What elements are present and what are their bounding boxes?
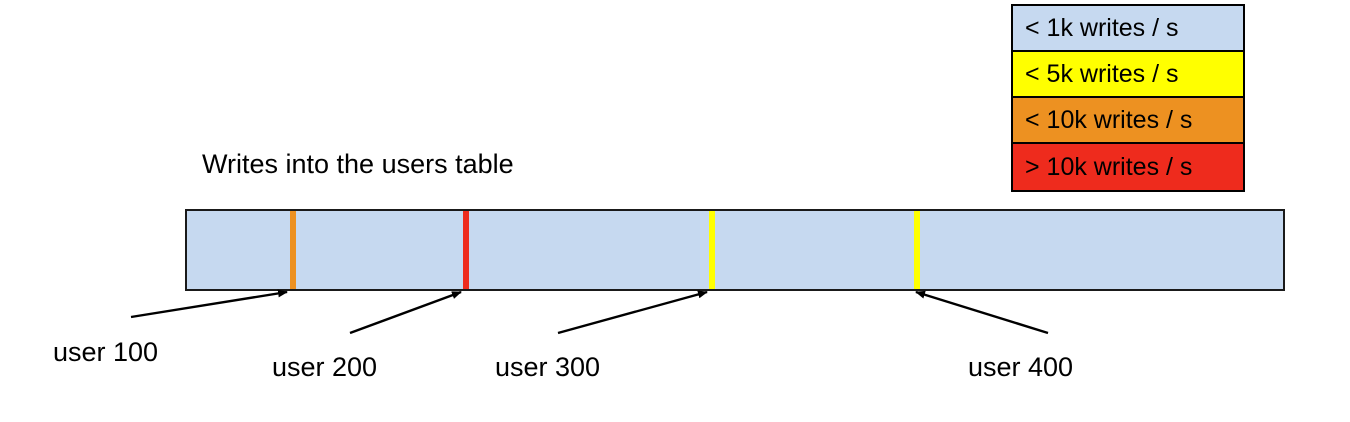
arrow-user-100 [130,289,288,319]
arrow-user-300 [557,290,708,335]
callout-label-user-300: user 300 [495,352,601,382]
legend-item-label: > 10k writes / s [1025,152,1193,181]
callout-label-user-400: user 400 [968,352,1074,382]
legend-item-label: < 5k writes / s [1025,59,1179,88]
legend-item-label: < 1k writes / s [1025,13,1179,42]
writes-per-second-legend: < 1k writes / s < 5k writes / s < 10k wr… [1011,4,1245,192]
stripe-user-400 [914,211,920,289]
chart-title: Writes into the users table [202,149,514,179]
users-table-keyspace-bar [185,209,1285,291]
stripe-user-200 [463,211,469,289]
stripe-user-300 [709,211,715,289]
stripe-user-100 [290,211,296,289]
legend-item-label: < 10k writes / s [1025,105,1193,134]
callout-label-user-100: user 100 [53,337,159,367]
arrow-user-200 [349,290,462,335]
legend-item-gt-10k: > 10k writes / s [1013,144,1243,190]
legend-item-lt-1k: < 1k writes / s [1013,6,1243,52]
callout-label-user-200: user 200 [272,352,378,382]
legend-item-lt-10k: < 10k writes / s [1013,98,1243,144]
arrow-user-400 [915,290,1049,335]
legend-item-lt-5k: < 5k writes / s [1013,52,1243,98]
